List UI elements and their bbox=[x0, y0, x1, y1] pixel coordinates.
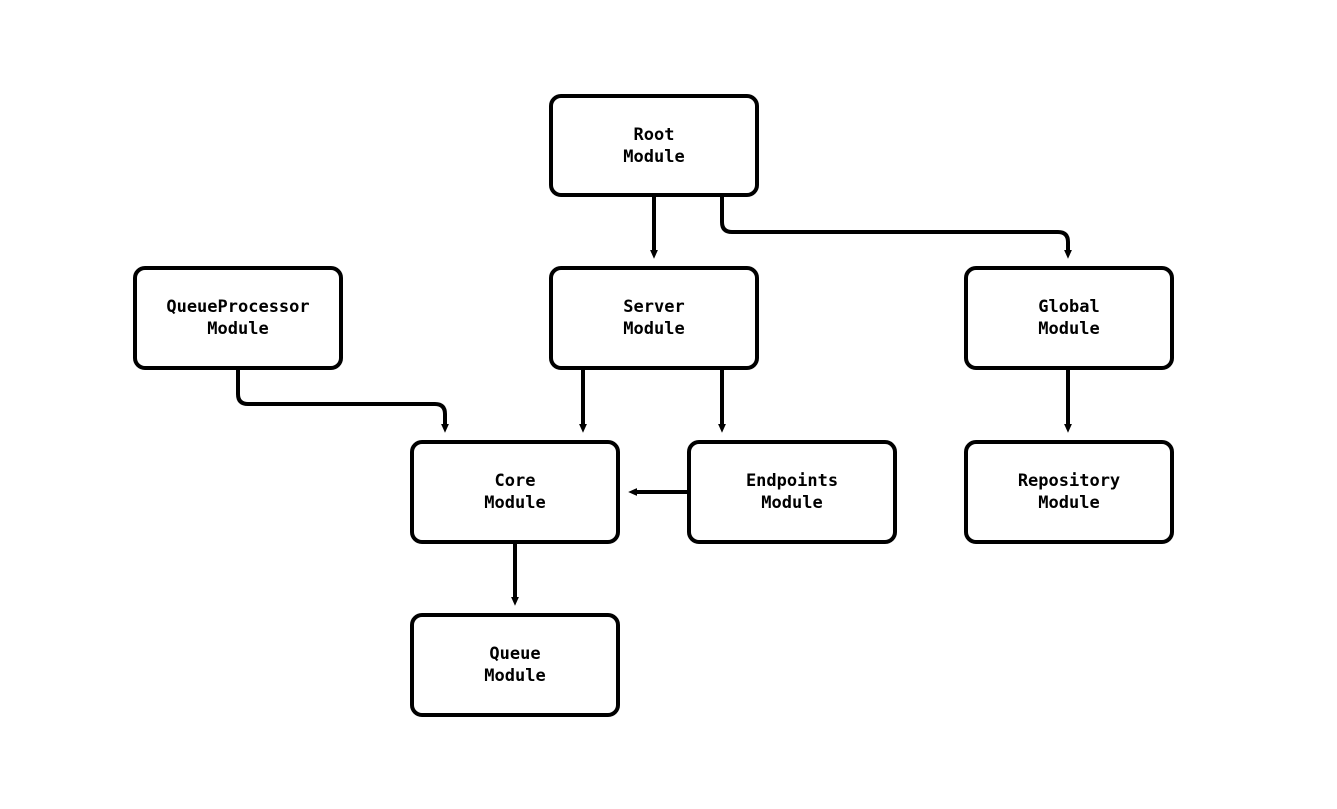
node-repository[interactable]: Repository Module bbox=[964, 440, 1174, 544]
node-queueprocessor-line2: Module bbox=[207, 319, 269, 339]
edge-root-to-global bbox=[720, 197, 1072, 259]
node-repository-line1: Repository bbox=[1017, 471, 1121, 491]
node-endpoints-line2: Module bbox=[761, 493, 823, 513]
node-root-line1: Root bbox=[633, 124, 675, 145]
node-core-line1: Core bbox=[494, 471, 536, 491]
node-root[interactable]: Root Module bbox=[549, 94, 759, 197]
edge-queueprocessor-to-core bbox=[236, 370, 449, 433]
node-endpoints[interactable]: Endpoints Module bbox=[687, 440, 897, 544]
node-server[interactable]: Server Module bbox=[549, 266, 759, 370]
node-queueprocessor-line1: QueueProcessor bbox=[166, 297, 310, 317]
node-endpoints-line1: Endpoints bbox=[745, 471, 839, 491]
node-repository-line2: Module bbox=[1038, 493, 1100, 513]
node-global[interactable]: Global Module bbox=[964, 266, 1174, 370]
node-server-line1: Server bbox=[623, 297, 685, 317]
node-global-line2: Module bbox=[1038, 319, 1100, 339]
node-core-line2: Module bbox=[484, 493, 546, 513]
node-queue-line2: Module bbox=[484, 666, 546, 686]
node-queue[interactable]: Queue Module bbox=[410, 613, 620, 717]
node-root-line2: Module bbox=[623, 146, 685, 167]
node-queue-line1: Queue bbox=[489, 644, 541, 664]
node-server-line2: Module bbox=[623, 319, 685, 339]
node-queueprocessor[interactable]: QueueProcessor Module bbox=[133, 266, 343, 370]
node-core[interactable]: Core Module bbox=[410, 440, 620, 544]
node-global-line1: Global bbox=[1038, 297, 1100, 317]
